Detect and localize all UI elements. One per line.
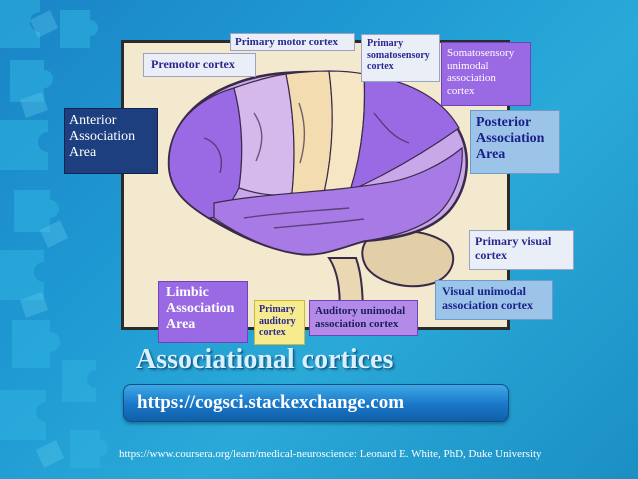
- label-line: Association: [476, 131, 545, 147]
- label-primary-auditory-cortex: Primary auditory cortex: [254, 300, 305, 345]
- posterior-association-region: [349, 73, 460, 193]
- label-line: auditory: [259, 315, 296, 327]
- label-line: Primary: [259, 304, 296, 315]
- anterior-association-region: [168, 87, 243, 219]
- label-line: Auditory unimodal: [315, 305, 406, 317]
- label-posterior-association-area: Posterior Association Area: [470, 110, 560, 174]
- label-auditory-unimodal-association-cortex: Auditory unimodal association cortex: [309, 300, 418, 336]
- label-anterior-association-area: Anterior Association Area: [64, 108, 158, 174]
- label-line: association: [447, 72, 496, 85]
- label-primary-somatosensory-cortex: Primary somatosensory cortex: [361, 34, 440, 82]
- label-line: Primary: [367, 38, 404, 49]
- label-line: unimodal: [447, 59, 489, 72]
- label-line: Association: [166, 301, 235, 317]
- url-banner: [123, 384, 509, 422]
- label-line: Visual unimodal: [442, 284, 526, 298]
- primary-motor-region: [285, 70, 333, 196]
- label-line: Primary visual: [475, 234, 552, 248]
- label-visual-unimodal-association-cortex: Visual unimodal association cortex: [435, 280, 553, 320]
- source-credit: https://www.coursera.org/learn/medical-n…: [119, 448, 542, 460]
- sulcus-lines: [203, 102, 410, 229]
- slide-title: Associational cortices: [136, 344, 394, 375]
- label-line: cortex: [259, 327, 286, 338]
- label-line: somatosensory: [367, 49, 430, 61]
- label-somatosensory-unimodal-association-cortex: Somatosensory unimodal association corte…: [441, 42, 531, 106]
- premotor-region: [233, 73, 295, 196]
- label-primary-visual-cortex: Primary visual cortex: [469, 230, 574, 270]
- url-link[interactable]: https://cogsci.stackexchange.com: [137, 392, 405, 413]
- label-line: Limbic: [166, 285, 209, 300]
- label-line: association cortex: [315, 317, 399, 330]
- label-primary-motor-cortex: Primary motor cortex: [230, 33, 355, 51]
- label-line: Area: [476, 147, 506, 163]
- label-line: cortex: [447, 84, 475, 97]
- label-line: Anterior: [69, 113, 117, 128]
- label-line: Area: [166, 317, 196, 333]
- label-line: Area: [69, 145, 97, 161]
- label-line: Somatosensory: [447, 47, 515, 59]
- label-line: Association: [69, 129, 136, 145]
- label-line: association cortex: [442, 297, 533, 312]
- label-line: Posterior: [476, 115, 532, 130]
- label-line: cortex: [367, 61, 394, 72]
- label-limbic-association-area: Limbic Association Area: [158, 281, 248, 343]
- brain-illustration: [167, 70, 468, 327]
- label-premotor-cortex: Premotor cortex: [143, 53, 256, 77]
- label-line: cortex: [475, 247, 507, 262]
